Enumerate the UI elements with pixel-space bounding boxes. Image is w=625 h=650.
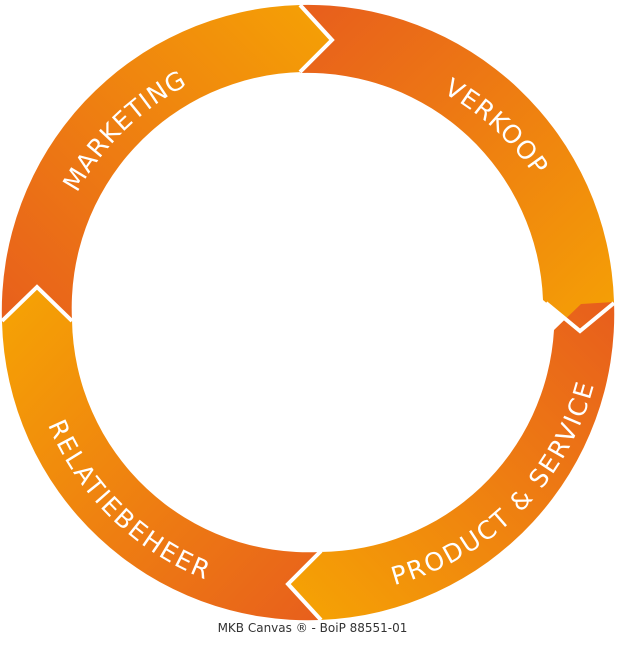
- separator-bottom: [285, 549, 323, 622]
- separator-right: [544, 301, 616, 334]
- segment-product-service: [287, 302, 615, 620]
- segment-verkoop: [300, 4, 614, 331]
- caption: MKB Canvas ® - BoiP 88551-01: [217, 621, 408, 635]
- segment-marketing: [1, 5, 333, 322]
- segment-relatiebeheer: [2, 286, 320, 621]
- separator-top: [298, 3, 335, 74]
- separator-left: [0, 284, 74, 323]
